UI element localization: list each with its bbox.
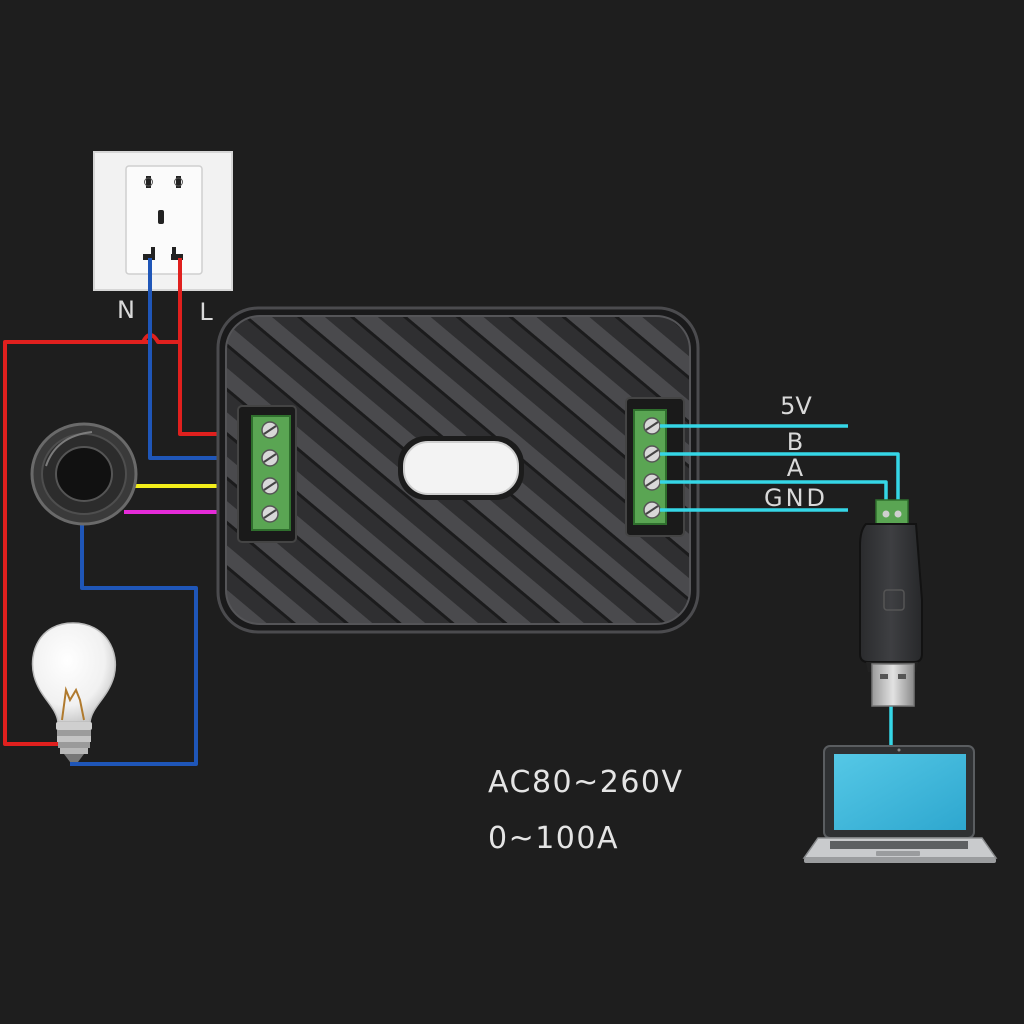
neutral-label: N [117,296,135,324]
meter-module-icon [216,306,700,634]
bus-wire-a [660,480,888,504]
usb-rs485-adapter-icon [859,499,923,707]
wall-outlet-icon [93,151,233,291]
label-5v: 5V [780,392,812,420]
label-b: B [787,428,803,456]
light-bulb-icon [31,622,116,762]
laptop-icon [802,745,998,863]
bus-wire-b [660,452,900,504]
label-gnd: GND [764,484,828,512]
live-label: L [199,298,213,326]
label-a: A [787,454,804,482]
neutral-wire-ct [70,456,198,766]
left-terminal-screws [261,421,279,523]
current-range-label: 0~100A [488,821,619,856]
bus-wires [660,424,900,748]
voltage-range-label: AC80~260V [488,765,684,800]
current-transformer-icon [30,422,138,526]
live-wire-bulb [3,340,150,746]
